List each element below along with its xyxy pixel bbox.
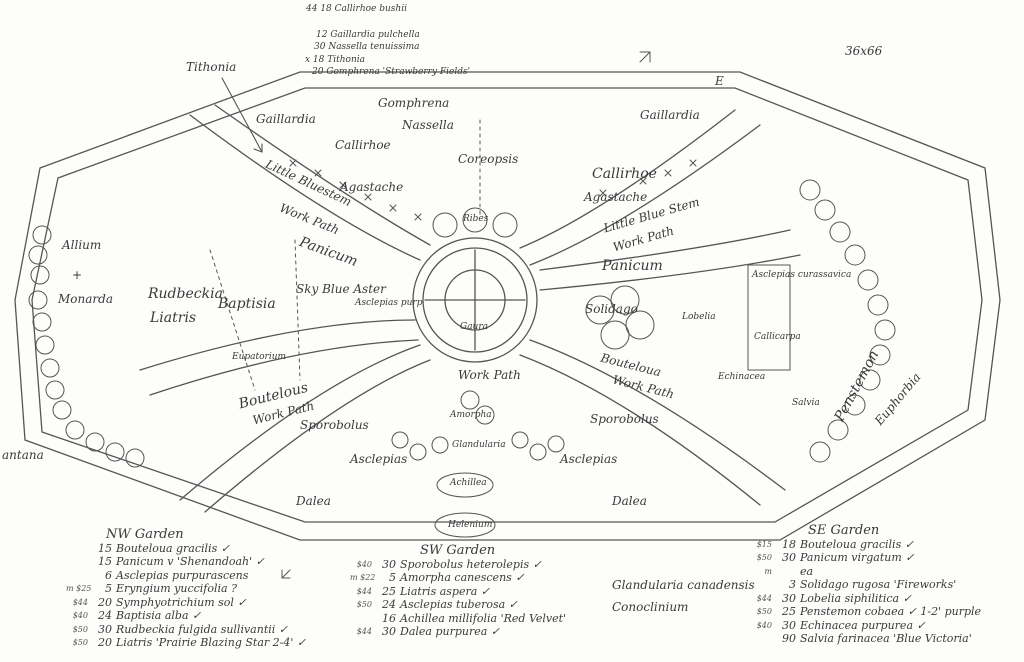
inner-bed-outline — [31, 87, 983, 523]
center-circle-mid — [422, 247, 528, 353]
plan-label: Dalea — [612, 494, 647, 508]
plan-label: Agastache — [584, 190, 648, 204]
top-note: 12 Gaillardia pulchella — [316, 30, 420, 40]
plan-label: Panicum — [602, 258, 663, 274]
plan-label: Monarda — [58, 292, 113, 306]
plan-label: Coreopsis — [458, 152, 519, 166]
plan-label: Asclepias — [560, 452, 618, 466]
plan-label: Asclepias purp — [355, 298, 423, 308]
plan-label: Echinacea — [718, 372, 766, 382]
plan-label: Eupatorium — [232, 352, 287, 362]
plan-label: Amorpha — [450, 410, 492, 420]
plan-label: antana — [2, 448, 44, 462]
plan-label: Dalea — [296, 494, 331, 508]
plan-label: Callirhoe — [592, 166, 657, 182]
outer-bed-outline — [14, 71, 1001, 541]
ne-path-b — [519, 109, 736, 249]
plan-label: Callicarpa — [754, 332, 801, 342]
top-note: 20 Gomphrena 'Strawberry Fields' — [312, 67, 471, 77]
plan-label: Asclepias — [350, 452, 408, 466]
plan-label: Solidago — [585, 302, 638, 316]
plan-label: Callirhoe — [335, 138, 391, 152]
se-path-b — [519, 354, 761, 506]
top-note: 30 Nassella tenuissima — [314, 42, 420, 52]
plan-label: Gaillardia — [640, 108, 700, 122]
tithonia-callout: Tithonia — [186, 60, 237, 74]
plan-label: Sporobolus — [590, 412, 659, 426]
tithonia-callout-arrow — [221, 77, 263, 153]
plan-label: Ribes — [463, 214, 489, 224]
plan-label: Agastache — [340, 180, 404, 194]
top-note: 44 18 Callirhoe bushii — [306, 4, 407, 14]
plan-label: Baptisia — [218, 296, 276, 312]
nw-garden-heading: NW Garden — [106, 527, 184, 542]
plan-label: Asclepias curassavica — [752, 270, 852, 280]
sw-path-b — [204, 359, 431, 513]
compass-east: E — [715, 74, 724, 88]
plan-label: Liatris — [150, 310, 197, 326]
sw-garden-heading: SW Garden — [420, 543, 496, 558]
plan-label: Nassella — [402, 118, 454, 132]
east-bed-rect — [747, 264, 791, 371]
plan-label: Salvia — [792, 398, 820, 408]
plan-label: Sky Blue Aster — [296, 282, 386, 296]
top-note: x 18 Tithonia — [305, 55, 366, 65]
plan-label: Rudbeckia — [148, 286, 223, 302]
plan-label: Helenium — [448, 520, 493, 530]
nw-path-b — [214, 104, 431, 246]
sw-path-a — [179, 344, 421, 501]
plan-label: Gaillardia — [256, 112, 316, 126]
ne-path-a — [529, 124, 761, 266]
plan-label: Work Path — [458, 368, 521, 382]
middle-note: Glandularia canadensis — [612, 578, 755, 592]
plan-label: Sporobolus — [300, 418, 369, 432]
middle-note: Conoclinium — [612, 600, 689, 614]
center-circle-outer — [412, 237, 538, 363]
plan-label: Achillea — [450, 478, 487, 488]
plan-label: + — [72, 268, 83, 282]
nw-path-a — [189, 114, 421, 261]
plan-label: Allium — [62, 238, 102, 252]
plan-label: Gaura — [460, 322, 489, 332]
se-path-a — [529, 339, 786, 491]
se-garden-heading: SE Garden — [808, 523, 880, 538]
plan-label: Glandularia — [452, 440, 506, 450]
plan-label: Gomphrena — [378, 96, 450, 110]
sheet-dimensions: 36x66 — [845, 44, 883, 58]
plan-label: Lobelia — [682, 312, 716, 322]
